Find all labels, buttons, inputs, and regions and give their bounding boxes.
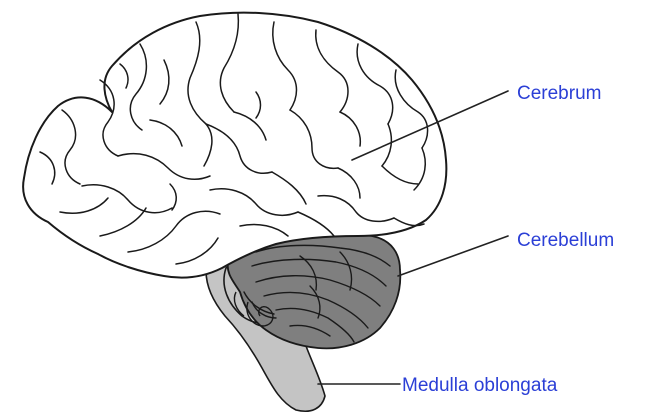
cerebellum-label: Cerebellum: [517, 230, 614, 251]
cerebellum-leader-line: [398, 236, 508, 276]
medulla-oblongata-label: Medulla oblongata: [402, 375, 558, 396]
cerebrum-label: Cerebrum: [517, 83, 601, 104]
